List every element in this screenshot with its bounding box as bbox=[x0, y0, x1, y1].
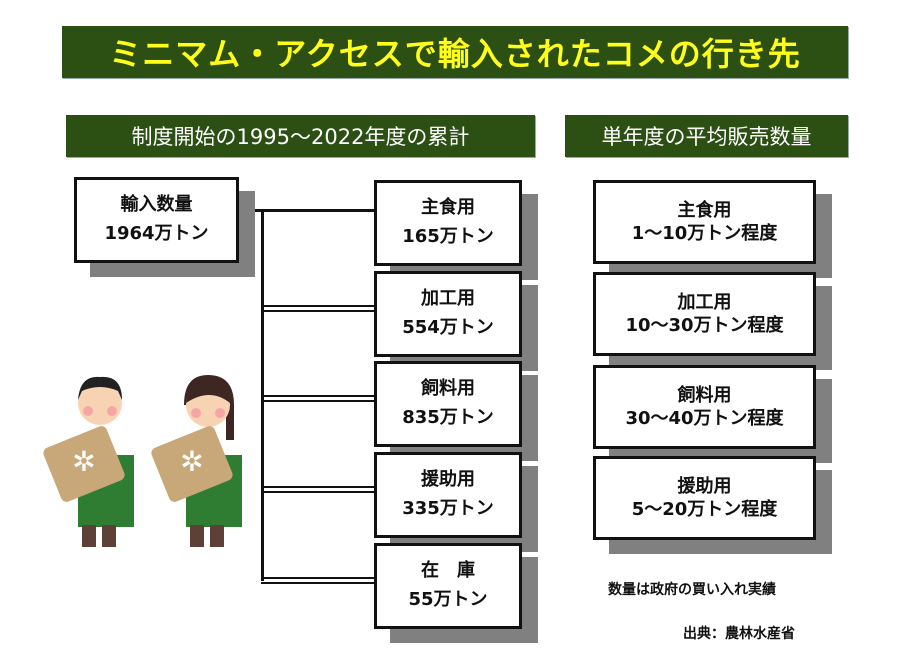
page-title: ミニマム・アクセスで輸入されたコメの行き先 bbox=[62, 26, 848, 78]
box-label: 在 庫 bbox=[421, 560, 475, 582]
import-total-value: 1964万トン bbox=[104, 223, 209, 244]
connector-3 bbox=[261, 395, 374, 397]
box-label: 飼料用 bbox=[677, 384, 732, 406]
box-label: 主食用 bbox=[677, 199, 732, 221]
box-value: 10〜30万トン程度 bbox=[625, 315, 784, 336]
box-label: 加工用 bbox=[421, 288, 475, 310]
cumulative-box-processing: 加工用 554万トン bbox=[374, 271, 522, 357]
worker-woman-icon: ✲ bbox=[151, 375, 242, 547]
svg-text:✲: ✲ bbox=[72, 445, 95, 478]
worker-man-icon: ✲ bbox=[43, 376, 134, 547]
box-value: 165万トン bbox=[402, 226, 494, 247]
box-label: 加工用 bbox=[677, 291, 732, 313]
cumulative-header-text: 制度開始の1995〜2022年度の累計 bbox=[131, 125, 470, 149]
connector-top bbox=[238, 209, 374, 212]
box-label: 援助用 bbox=[421, 469, 475, 491]
import-total-box: 輸入数量 1964万トン bbox=[74, 177, 239, 263]
box-value: 5〜20万トン程度 bbox=[631, 499, 778, 520]
note-text: 数量は政府の買い入れ実績 bbox=[608, 582, 776, 598]
source-text: 出典：農林水産省 bbox=[683, 626, 795, 642]
box-label: 飼料用 bbox=[421, 378, 475, 400]
box-value: 835万トン bbox=[402, 407, 494, 428]
box-label: 主食用 bbox=[421, 197, 475, 219]
cumulative-box-feed: 飼料用 835万トン bbox=[374, 361, 522, 447]
annual-header-text: 単年度の平均販売数量 bbox=[601, 125, 812, 149]
svg-text:✲: ✲ bbox=[180, 445, 203, 478]
box-label: 援助用 bbox=[677, 475, 732, 497]
rice-workers-illustration: ✲ ✲ bbox=[43, 375, 242, 547]
box-value: 55万トン bbox=[408, 589, 488, 610]
cumulative-box-stock: 在 庫 55万トン bbox=[374, 543, 522, 629]
annual-header: 単年度の平均販売数量 bbox=[565, 115, 848, 157]
box-value: 554万トン bbox=[402, 317, 494, 338]
cumulative-header: 制度開始の1995〜2022年度の累計 bbox=[66, 115, 535, 157]
connector-4 bbox=[261, 486, 374, 488]
box-value: 30〜40万トン程度 bbox=[625, 408, 784, 429]
box-value: 335万トン bbox=[402, 498, 494, 519]
cumulative-box-aid: 援助用 335万トン bbox=[374, 452, 522, 538]
connector-5 bbox=[261, 577, 374, 579]
title-text: ミニマム・アクセスで輸入されたコメの行き先 bbox=[109, 35, 801, 73]
import-total-label: 輸入数量 bbox=[120, 194, 193, 216]
cumulative-box-food: 主食用 165万トン bbox=[374, 180, 522, 266]
box-value: 1〜10万トン程度 bbox=[631, 223, 778, 244]
connector-2 bbox=[261, 305, 374, 307]
